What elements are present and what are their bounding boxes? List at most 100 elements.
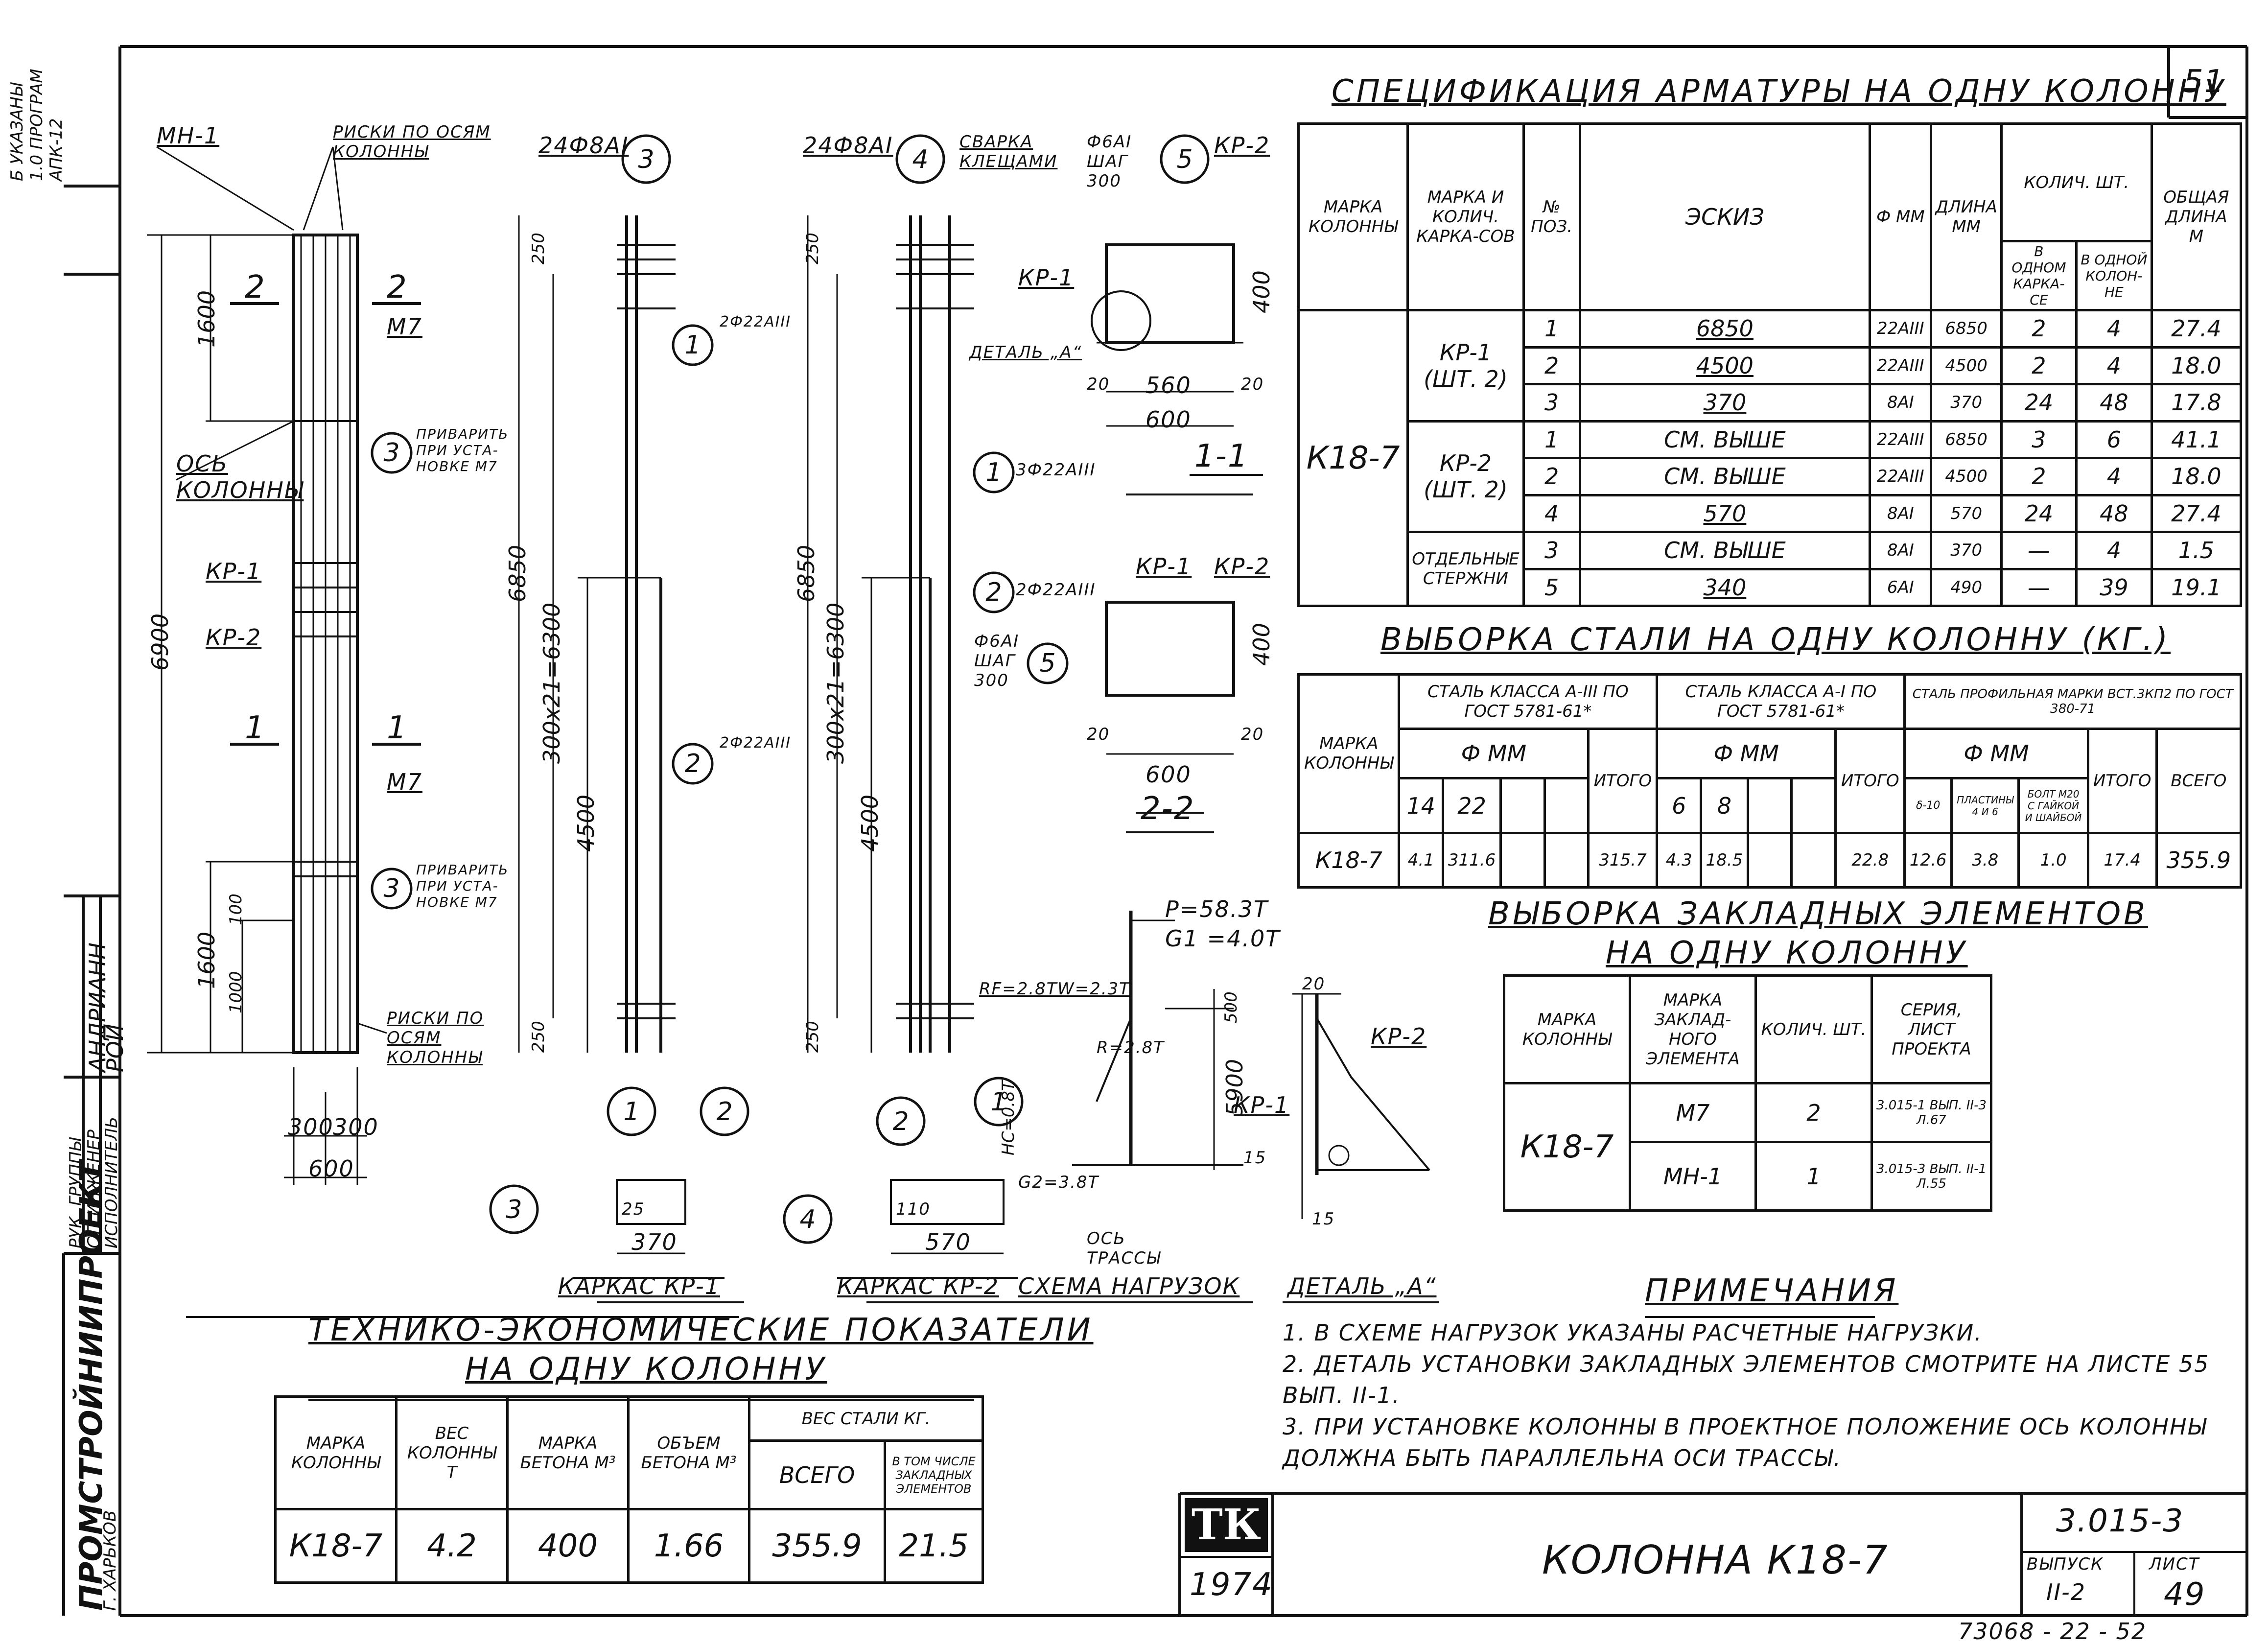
note-item: 3. ПРИ УСТАНОВКЕ КОЛОННЫ В ПРОЕКТНОЕ ПОЛ… <box>1283 1413 2207 1471</box>
dim-600-sec1: 600 <box>1146 406 1192 433</box>
svg-text:1: 1 <box>623 1097 639 1127</box>
spec-h-pos: № ПОЗ. <box>1522 122 1581 311</box>
tech-cell: 21.5 <box>884 1508 984 1584</box>
spec-cell: 22АIII <box>1869 346 1933 385</box>
spec-h-length: ДЛИНА ММ <box>1930 122 2003 311</box>
spec-frame-3: ОТДЕЛЬНЫЕ СТЕРЖНИ <box>1406 531 1525 607</box>
svg-text:3: 3 <box>638 145 654 174</box>
steel-h-22: 22 <box>1442 777 1502 834</box>
spec-cell: — <box>2000 567 2078 607</box>
label-load-g2: G2=3.8Т <box>1018 1173 1099 1192</box>
dim-6300-kr1: 300х21=6300 <box>538 602 565 764</box>
spec-h-frame: МАРКА И КОЛИЧ. КАРКА-СОВ <box>1406 122 1525 311</box>
title-detal-a: ДЕТАЛЬ „А“ <box>1287 1273 1437 1299</box>
stamp-name: КОЛОННА К18-7 <box>1542 1537 1889 1583</box>
label-privarit-bottom: ПРИВАРИТЬ ПРИ УСТА-НОВКЕ М7 <box>416 862 509 910</box>
spec-cell: 4 <box>2075 346 2153 385</box>
spec-cell: 570 <box>1578 494 1871 533</box>
label-kr1-sec: КР-1 <box>1018 264 1075 291</box>
section-mark-1-right: 1 <box>387 710 408 746</box>
embedded-table: МАРКА КОЛОННЫ МАРКА ЗАКЛАД-НОГО ЭЛЕМЕНТА… <box>1503 974 1992 1212</box>
spec-cell: 4 <box>2075 309 2153 349</box>
spec-cell: 6850 <box>1578 309 1871 349</box>
section-mark-1-left: 1 <box>245 710 266 746</box>
dim-20-detal: 20 <box>1302 974 1326 994</box>
spec-cell: 22АIII <box>1869 309 1933 349</box>
steel-h-dia-1: Ф ММ <box>1398 728 1590 780</box>
spec-cell: 4500 <box>1930 457 2003 496</box>
section-title-1-1: 1-1 <box>1194 438 1249 474</box>
embedded-cell: 3.015-1 ВЫП. II-3 Л.67 <box>1871 1082 1992 1143</box>
spec-cell: 370 <box>1578 383 1871 423</box>
sheet-number: 51 <box>2183 64 2225 100</box>
tech-title-1: ТЕХНИКО-ЭКОНОМИЧЕСКИЕ ПОКАЗАТЕЛИ <box>308 1312 1094 1348</box>
spec-cell: 18.0 <box>2150 346 2243 385</box>
steel-h-6: 6 <box>1656 777 1703 834</box>
steel-h-itogo-2: ИТОГО <box>1834 728 1906 834</box>
note-item: 2. ДЕТАЛЬ УСТАНОВКИ ЗАКЛАДНЫХ ЭЛЕМЕНТОВ … <box>1283 1351 2210 1409</box>
spec-cell: СМ. ВЫШЕ <box>1578 420 1871 459</box>
spec-cell: 24 <box>2000 494 2078 533</box>
dim-25-kr1: 25 <box>622 1199 645 1219</box>
label-detal-a-ref: ДЕТАЛЬ „А“ <box>969 343 1082 362</box>
stamp-year: 1974 <box>1190 1567 1273 1603</box>
stamp-logo: ТК <box>1185 1498 1268 1552</box>
section-title-2-2: 2-2 <box>1141 791 1195 827</box>
spec-h-qty-frame: В ОДНОМ КАРКА-СЕ <box>2000 240 2078 311</box>
label-bar-3: 24Ф8АI <box>538 132 629 159</box>
steel-h-p2: ПЛАСТИНЫ 4 И 6 <box>1950 777 2020 834</box>
label-load-g1: G1 =4.0Т <box>1165 925 1281 952</box>
svg-text:2: 2 <box>892 1107 909 1136</box>
steel-cell: 3.8 <box>1950 831 2020 889</box>
svg-text:2: 2 <box>985 578 1002 607</box>
spec-cell: 8АI <box>1869 531 1933 570</box>
spec-cell: 4 <box>1522 494 1581 533</box>
dim-560: 560 <box>1146 372 1192 399</box>
steel-cell: 311.6 <box>1442 831 1502 889</box>
dim-6900: 6900 <box>147 613 173 671</box>
spec-cell: 19.1 <box>2150 567 2243 607</box>
side-row-3: ИСПОЛНИТЕЛЬ <box>102 1116 121 1248</box>
tech-cell: 355.9 <box>748 1508 886 1584</box>
tech-h-incl: В ТОМ ЧИСЛЕ ЗАКЛАДНЫХ ЭЛЕМЕНТОВ <box>884 1439 984 1510</box>
spec-cell: 6 <box>2075 420 2153 459</box>
spec-cell: 1 <box>1522 420 1581 459</box>
spec-frame-2: КР-2 (ШТ. 2) <box>1406 420 1525 533</box>
steel-cell: 315.7 <box>1587 831 1659 889</box>
spec-cell: 2 <box>1522 457 1581 496</box>
spec-cell: 22АIII <box>1869 457 1933 496</box>
spec-cell: 22АIII <box>1869 420 1933 459</box>
tech-h-concrete: МАРКА БЕТОНА М³ <box>506 1395 630 1510</box>
dim-6850-kr1: 6850 <box>504 544 531 602</box>
dim-20-sec2-right: 20 <box>1241 725 1264 744</box>
spec-cell: 4500 <box>1930 346 2003 385</box>
spec-cell: 27.4 <box>2150 309 2243 349</box>
dim-100: 100 <box>226 894 246 925</box>
dim-400-sec2: 400 <box>1248 623 1275 666</box>
spec-cell: 18.0 <box>2150 457 2243 496</box>
dim-4500-kr1: 4500 <box>573 794 599 852</box>
dim-20-sec1-left: 20 <box>1087 375 1110 394</box>
tech-h-steel: ВЕС СТАЛИ КГ. <box>748 1395 984 1442</box>
label-riski-bottom: РИСКИ ПО ОСЯМ КОЛОННЫ <box>387 1009 484 1067</box>
svg-text:3: 3 <box>506 1195 522 1224</box>
dim-300-right: 300 <box>333 1114 379 1140</box>
svg-text:5: 5 <box>1176 145 1192 174</box>
tech-title-2: НА ОДНУ КОЛОННУ <box>465 1351 827 1387</box>
spec-cell: СМ. ВЫШЕ <box>1578 457 1871 496</box>
label-3f22-kr2: 3Ф22АIII <box>1016 460 1096 480</box>
label-riski-top: РИСКИ ПО ОСЯМ КОЛОННЫ <box>333 122 491 162</box>
spec-cell: 1.5 <box>2150 531 2243 570</box>
corner-note-1: Б УКАЗАНЫ <box>7 83 27 181</box>
spec-cell: — <box>2000 531 2078 570</box>
notes-title: ПРИМЕЧАНИЯ <box>1645 1273 1899 1309</box>
label-kr1-detal: КР-1 <box>1234 1092 1290 1118</box>
label-kr2-sec2: КР-2 <box>1214 553 1270 580</box>
stamp-sheet: 49 <box>2164 1576 2206 1613</box>
corner-note-3: АПК-12 <box>47 118 66 182</box>
side-name-3: РОЙ <box>102 1024 128 1072</box>
spec-cell: 6850 <box>1930 420 2003 459</box>
dim-250-top-kr1: 250 <box>529 233 548 264</box>
spec-cell: 3 <box>2000 420 2078 459</box>
spec-cell: СМ. ВЫШЕ <box>1578 531 1871 570</box>
